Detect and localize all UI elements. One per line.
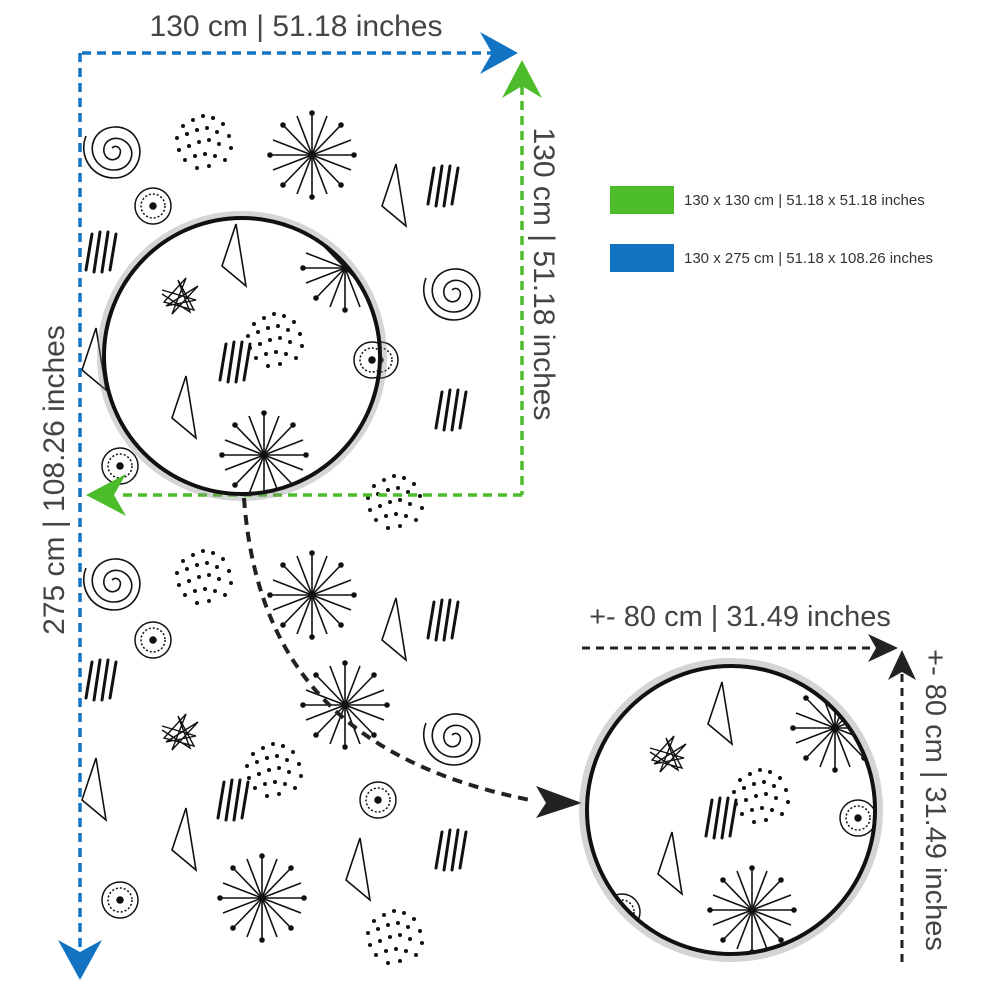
sample-circle — [579, 658, 883, 962]
legend-label-full: 130 x 275 cm | 51.18 x 108.26 inches — [684, 249, 934, 267]
blue-height-arrowhead — [58, 940, 102, 980]
wallpaper-panel — [80, 55, 520, 980]
legend-swatch-green — [610, 186, 674, 214]
green-height-arrowhead — [502, 60, 542, 98]
legend-label-square: 130 x 130 cm | 51.18 x 51.18 inches — [684, 191, 925, 209]
zoom-connector-arrowhead — [536, 786, 582, 818]
sample-width-label: +- 80 cm | 31.49 inches — [589, 601, 891, 633]
legend-swatch-blue — [610, 244, 674, 272]
zoom-connector — [242, 497, 531, 802]
green-width-arrowhead — [86, 474, 126, 516]
size-legend: 130 x 130 cm | 51.18 x 51.18 inches 130 … — [610, 186, 933, 302]
legend-item-full: 130 x 275 cm | 51.18 x 108.26 inches — [610, 244, 933, 272]
sample-height-label: +- 80 cm | 31.49 inches — [919, 649, 951, 951]
panel-height-full-label: 275 cm | 108.26 inches — [38, 325, 71, 635]
sample-width-arrowhead — [868, 634, 898, 662]
panel-width-label: 130 cm | 51.18 inches — [150, 10, 443, 43]
blue-width-arrowhead — [480, 32, 518, 74]
sample-height-arrowhead — [888, 650, 916, 680]
panel-height-square-label: 130 cm | 51.18 inches — [527, 128, 560, 421]
legend-item-square: 130 x 130 cm | 51.18 x 51.18 inches — [610, 186, 933, 214]
zoom-lens — [97, 211, 387, 501]
